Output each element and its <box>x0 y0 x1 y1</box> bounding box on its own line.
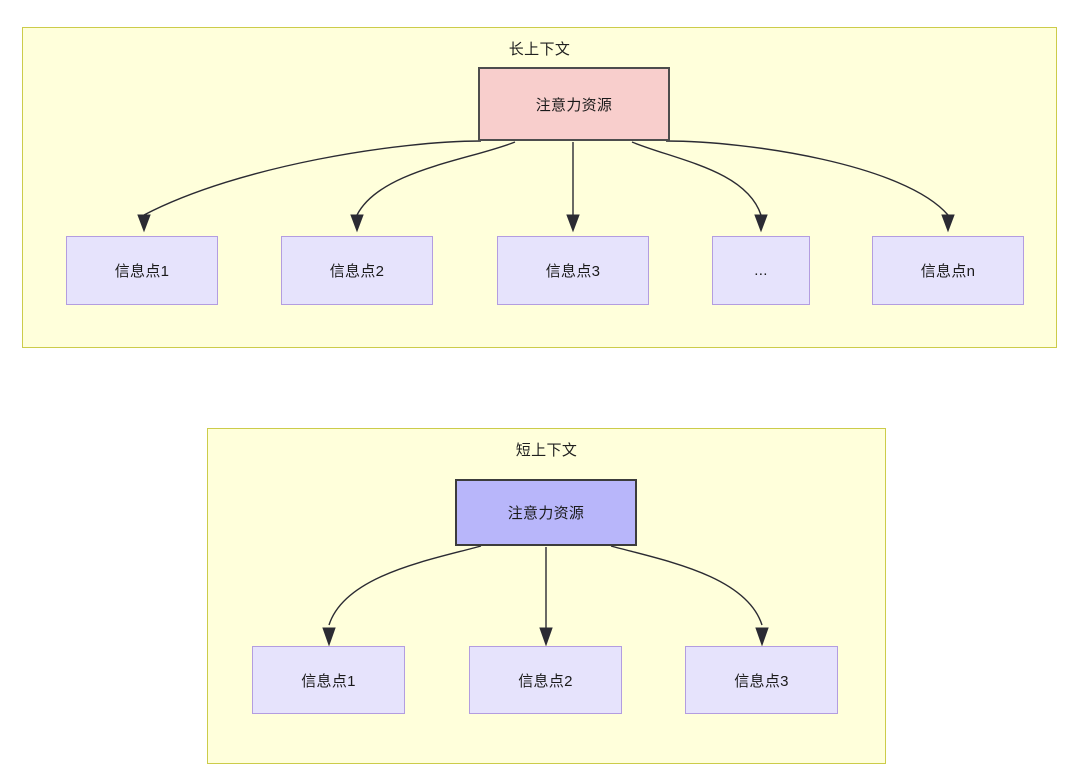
node-short-info-2[interactable]: 信息点2 <box>469 646 622 714</box>
node-long-info-3-label: 信息点3 <box>545 263 601 280</box>
group-short-context-title: 短上下文 <box>515 442 578 459</box>
node-attention-short[interactable]: 注意力资源 <box>455 479 637 546</box>
group-long-context-title: 长上下文 <box>508 41 571 58</box>
node-short-info-3[interactable]: 信息点3 <box>685 646 838 714</box>
node-long-info-1-label: 信息点1 <box>114 263 170 280</box>
node-short-info-1-label: 信息点1 <box>301 672 356 690</box>
node-long-info-1[interactable]: 信息点1 <box>66 236 218 305</box>
node-short-info-3-label: 信息点3 <box>734 672 789 690</box>
node-long-info-n[interactable]: 信息点n <box>872 236 1024 305</box>
node-attention-short-label: 注意力资源 <box>507 505 585 522</box>
node-long-info-ellipsis-label: ... <box>754 262 768 279</box>
node-long-info-2-label: 信息点2 <box>329 263 385 280</box>
node-long-info-3[interactable]: 信息点3 <box>497 236 649 305</box>
node-long-info-n-label: 信息点n <box>920 263 976 280</box>
node-long-info-ellipsis[interactable]: ... <box>712 236 810 305</box>
node-long-info-2[interactable]: 信息点2 <box>281 236 433 305</box>
node-attention-long[interactable]: 注意力资源 <box>478 67 670 141</box>
node-short-info-1[interactable]: 信息点1 <box>252 646 405 714</box>
node-short-info-2-label: 信息点2 <box>518 672 573 690</box>
node-attention-long-label: 注意力资源 <box>535 96 613 114</box>
